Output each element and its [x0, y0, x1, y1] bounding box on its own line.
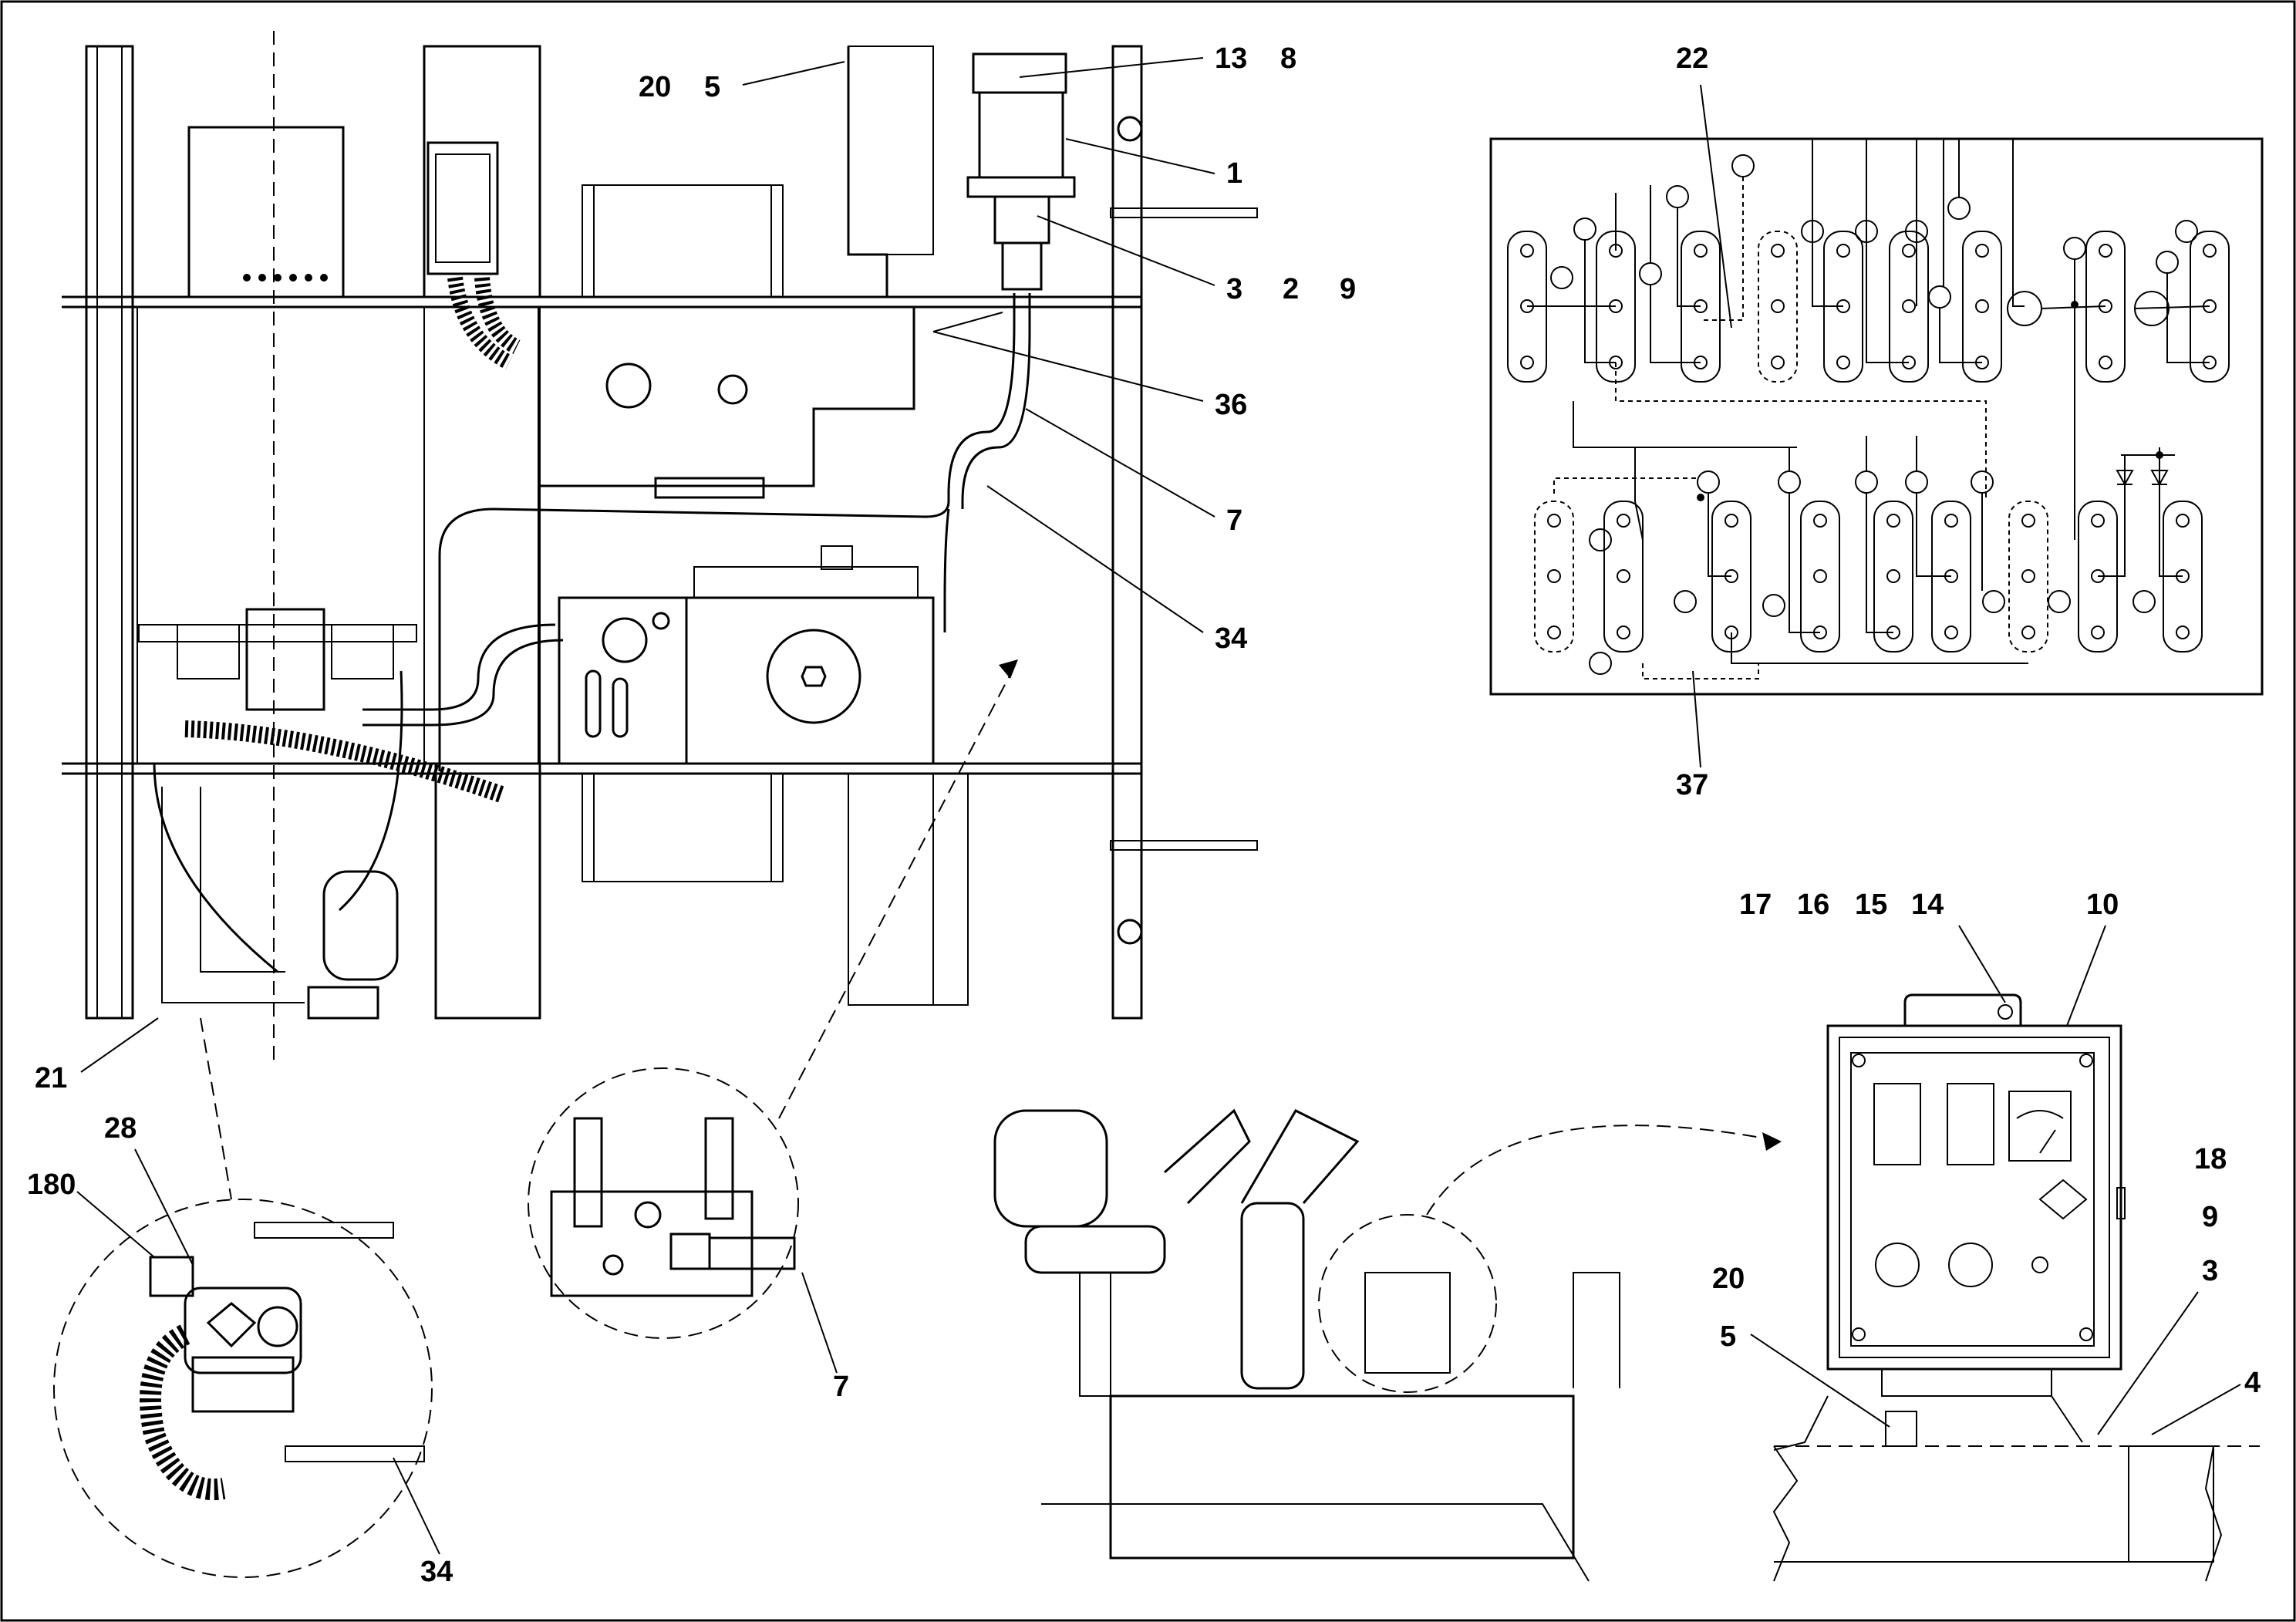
- callout-28: 28: [104, 1112, 137, 1145]
- callout-9-box: 9: [2202, 1201, 2218, 1233]
- callout-10: 10: [2086, 889, 2119, 921]
- callout-2: 2: [1283, 273, 1299, 305]
- outlet-1: [1873, 1083, 1921, 1165]
- cab-seat-view: [993, 1108, 1782, 1582]
- manifold-block: [685, 596, 935, 765]
- callout-7-detail: 7: [833, 1371, 849, 1403]
- callout-7-main: 7: [1226, 504, 1242, 537]
- reservoir: [540, 305, 915, 487]
- callout-14: 14: [1911, 889, 1944, 921]
- callout-3-top: 3: [1226, 273, 1242, 305]
- callout-16: 16: [1797, 889, 1829, 921]
- callout-20-box: 20: [1712, 1263, 1745, 1295]
- callout-21: 21: [35, 1062, 67, 1094]
- left-rail: [85, 45, 134, 1020]
- detail-circle-pump: [53, 1199, 433, 1578]
- wiring-schematic: 22 37: [1489, 42, 2264, 801]
- electrical-box-detail: 17 16 15 14 10 18 9 20 3 5 4: [1712, 889, 2261, 1582]
- callout-22: 22: [1676, 42, 1708, 75]
- seat-cushion: [1024, 1225, 1166, 1274]
- callout-17: 17: [1739, 889, 1772, 921]
- mount-bracket: [187, 126, 345, 298]
- callout-13: 13: [1215, 42, 1247, 75]
- callout-5-box: 5: [1720, 1320, 1736, 1353]
- callout-9-top: 9: [1340, 273, 1356, 305]
- callout-8: 8: [1280, 42, 1296, 75]
- callout-18: 18: [2194, 1143, 2227, 1175]
- main-assembly-view: [62, 31, 1258, 1064]
- callout-34-detail: 34: [420, 1556, 453, 1588]
- seat-back: [993, 1109, 1108, 1228]
- electrical-box: [1826, 1024, 2122, 1371]
- callout-20-top: 20: [639, 71, 671, 103]
- outlet-2: [1947, 1083, 1994, 1165]
- callout-15: 15: [1855, 889, 1887, 921]
- manifold-plate: [550, 1190, 754, 1297]
- relay-box: [426, 141, 499, 275]
- panel-box-small: [1364, 1272, 1451, 1374]
- callout-180: 180: [27, 1168, 76, 1201]
- motor: [978, 91, 1064, 179]
- schematic-frame: [1489, 137, 2264, 696]
- meter-gauge: [2008, 1091, 2072, 1162]
- detail-circle-cab: [1318, 1214, 1497, 1393]
- pump-assembly: [245, 608, 325, 711]
- detail-circle-manifold: [528, 1067, 799, 1339]
- pump-detail: 28 180 34: [27, 1017, 453, 1588]
- manifold-detail: 7: [528, 659, 1019, 1403]
- callout-5-top: 5: [704, 71, 720, 103]
- main-callouts: 20 5 13 8 1 3 2 9 36 7 34 21: [35, 42, 1356, 1094]
- callout-4: 4: [2244, 1367, 2261, 1399]
- callout-36: 36: [1215, 389, 1247, 421]
- callout-37: 37: [1676, 769, 1708, 801]
- callout-3-box: 3: [2202, 1255, 2218, 1287]
- callout-34-main: 34: [1215, 622, 1247, 655]
- callout-1: 1: [1226, 157, 1242, 190]
